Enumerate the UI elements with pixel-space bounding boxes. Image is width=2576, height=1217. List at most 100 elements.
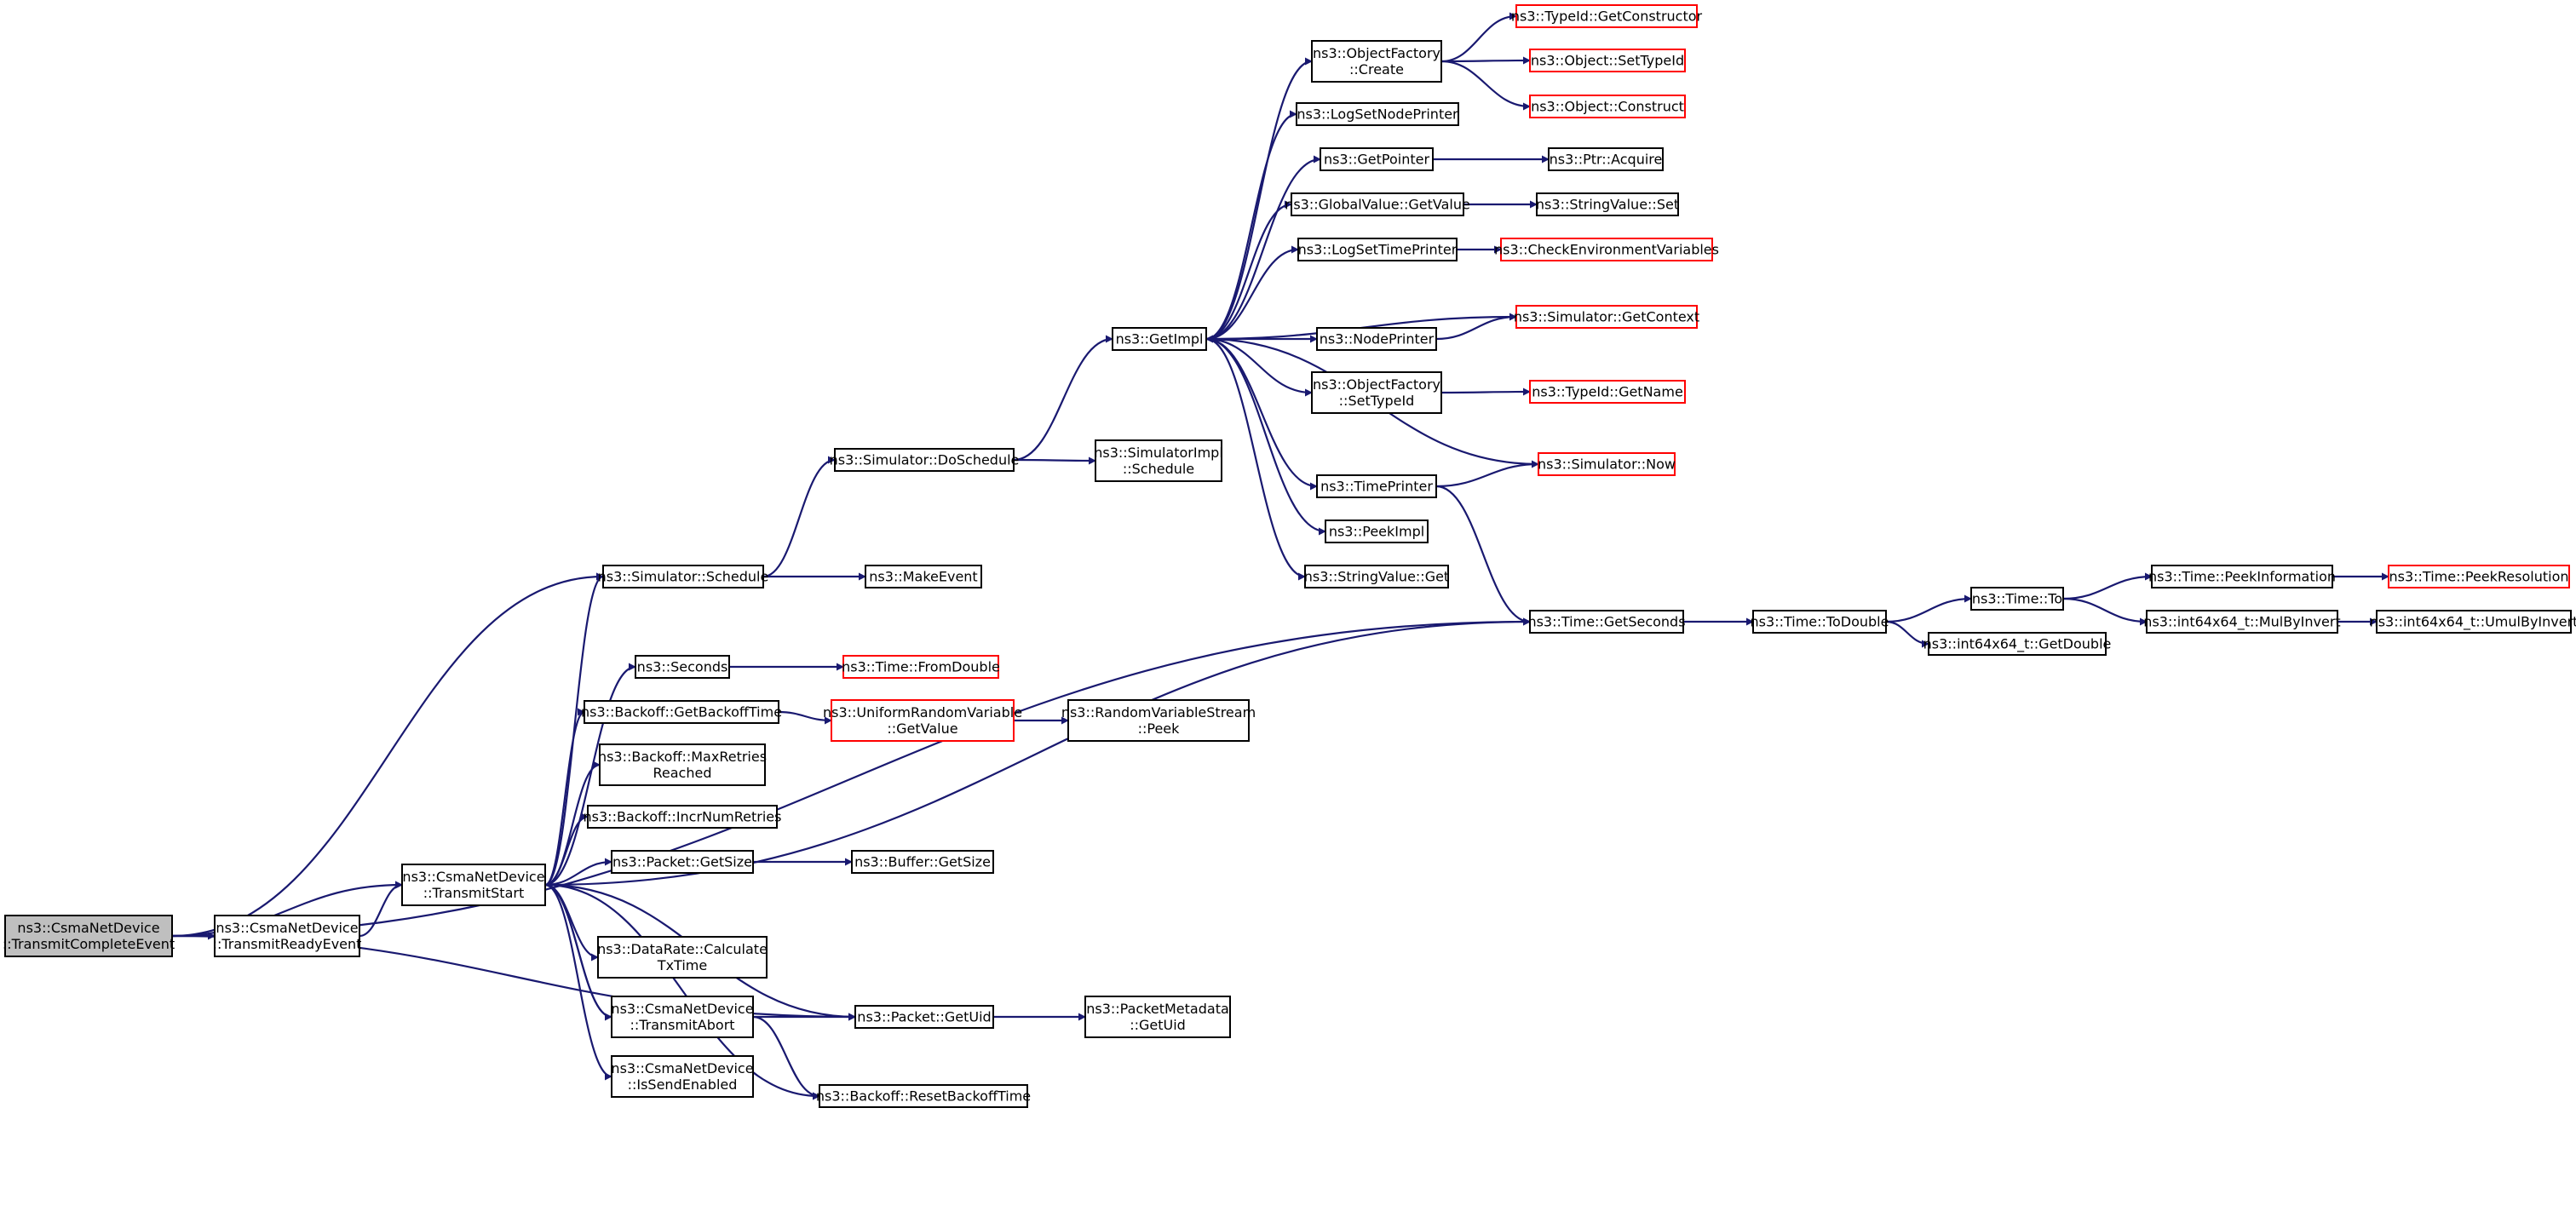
node-label: ns3::Time::ToDouble bbox=[1751, 614, 1889, 630]
node-label: ns3::MakeEvent bbox=[869, 569, 977, 585]
node-ptracq[interactable]: ns3::Ptr::Acquire bbox=[1548, 147, 1664, 171]
node-gvget[interactable]: ns3::GlobalValue::GetValue bbox=[1285, 192, 1470, 216]
node-label: ns3::ObjectFactory bbox=[1313, 45, 1440, 61]
node-box bbox=[1752, 610, 1887, 634]
node-getsec[interactable]: ns3::Time::GetSeconds bbox=[1527, 610, 1686, 634]
node-box bbox=[2151, 565, 2333, 588]
node-bufgetsize[interactable]: ns3::Buffer::GetSize bbox=[851, 850, 994, 874]
node-box bbox=[611, 996, 754, 1038]
node-objsettid[interactable]: ns3::Object::SetTypeId bbox=[1529, 49, 1686, 72]
node-logtime[interactable]: ns3::LogSetTimePrinter bbox=[1297, 238, 1458, 261]
node-label: ns3::CsmaNetDevice bbox=[611, 1001, 753, 1017]
node-box bbox=[2376, 610, 2572, 634]
node-label: ns3::TypeId::GetName bbox=[1532, 384, 1683, 400]
node-mulbyinv[interactable]: ns3::int64x64_t::MulByInvert bbox=[2143, 610, 2341, 634]
node-objconstruct[interactable]: ns3::Object::Construct bbox=[1529, 95, 1686, 118]
node-label: ns3::SimulatorImpl bbox=[1094, 445, 1223, 461]
node-nodeprinter[interactable]: ns3::NodePrinter bbox=[1316, 327, 1437, 351]
node-box bbox=[4, 915, 173, 957]
node-svget[interactable]: ns3::StringValue::Get bbox=[1304, 565, 1449, 588]
node-resetbackoff[interactable]: ns3::Backoff::ResetBackoffTime bbox=[816, 1084, 1031, 1108]
node-label: ns3::Backoff::IncrNumRetries bbox=[584, 809, 782, 825]
node-tidgetctor[interactable]: ns3::TypeId::GetConstructor bbox=[1511, 4, 1703, 28]
node-simimpl[interactable]: ns3::SimulatorImpl::Schedule bbox=[1094, 439, 1223, 482]
node-label: ns3::Simulator::GetContext bbox=[1514, 309, 1699, 325]
node-ofcreate[interactable]: ns3::ObjectFactory::Create bbox=[1311, 40, 1442, 83]
node-urvget[interactable]: ns3::UniformRandomVariable::GetValue bbox=[823, 699, 1022, 742]
edge-ofcreate-to-objsettid bbox=[1440, 56, 1531, 65]
node-box bbox=[1500, 238, 1713, 261]
edge-getimpl-to-ofsettid bbox=[1205, 337, 1313, 397]
node-fromdouble[interactable]: ns3::Time::FromDouble bbox=[842, 655, 1000, 679]
node-makeev[interactable]: ns3::MakeEvent bbox=[865, 565, 982, 588]
node-sched[interactable]: ns3::Simulator::Schedule bbox=[598, 565, 769, 588]
node-ofsettid[interactable]: ns3::ObjectFactory::SetTypeId bbox=[1311, 371, 1442, 414]
node-getbackoff[interactable]: ns3::Backoff::GetBackoffTime bbox=[581, 700, 782, 724]
node-checkenv[interactable]: ns3::CheckEnvironmentVariables bbox=[1494, 238, 1719, 261]
node-box bbox=[834, 448, 1015, 472]
node-label: ns3::PeekImpl bbox=[1329, 524, 1424, 540]
node-label: ::Peek bbox=[1138, 720, 1181, 737]
node-tre[interactable]: ns3::CsmaNetDevice::TransmitReadyEvent bbox=[213, 915, 362, 957]
node-peekinfo[interactable]: ns3::Time::PeekInformation bbox=[2148, 565, 2336, 588]
node-box bbox=[1067, 699, 1250, 742]
node-label: ns3::Buffer::GetSize bbox=[854, 854, 991, 870]
node-getctx[interactable]: ns3::Simulator::GetContext bbox=[1514, 305, 1699, 329]
node-label: ns3::Backoff::ResetBackoffTime bbox=[816, 1088, 1031, 1105]
node-getptr[interactable]: ns3::GetPointer bbox=[1320, 147, 1434, 171]
node-getdouble[interactable]: ns3::int64x64_t::GetDouble bbox=[1923, 632, 2112, 656]
node-tabort[interactable]: ns3::CsmaNetDevice::TransmitAbort bbox=[611, 996, 754, 1038]
node-box bbox=[1084, 996, 1231, 1038]
node-umulbyinv[interactable]: ns3::int64x64_t::UmulByInvert bbox=[2370, 610, 2576, 634]
node-pktgetsize[interactable]: ns3::Packet::GetSize bbox=[611, 850, 754, 874]
edge-tabort-to-resetbackoff bbox=[752, 1015, 820, 1100]
edge-timeprinter-to-simnow bbox=[1435, 460, 1539, 488]
node-label: ns3::ObjectFactory bbox=[1313, 376, 1440, 393]
node-peekres[interactable]: ns3::Time::PeekResolution bbox=[2388, 565, 2570, 588]
edge-ts-to-getbackoff bbox=[544, 708, 585, 887]
node-tidgetname[interactable]: ns3::TypeId::GetName bbox=[1529, 380, 1686, 404]
node-svset[interactable]: ns3::StringValue::Set bbox=[1536, 192, 1679, 216]
node-dosched[interactable]: ns3::Simulator::DoSchedule bbox=[830, 448, 1020, 472]
node-box bbox=[1316, 474, 1437, 498]
node-root[interactable]: ns3::CsmaNetDevice::TransmitCompleteEven… bbox=[3, 915, 175, 957]
node-label: ns3::Time::FromDouble bbox=[842, 659, 1000, 675]
node-rvspeek[interactable]: ns3::RandomVariableStream::Peek bbox=[1061, 699, 1256, 742]
node-label: Reached bbox=[653, 765, 712, 781]
node-box bbox=[1296, 102, 1459, 126]
node-box bbox=[1515, 305, 1698, 329]
node-lognode[interactable]: ns3::LogSetNodePrinter bbox=[1296, 102, 1459, 126]
edge-tabort-to-ts bbox=[544, 881, 612, 1019]
node-pmgetuid[interactable]: ns3::PacketMetadata::GetUid bbox=[1084, 996, 1231, 1038]
node-peekimpl[interactable]: ns3::PeekImpl bbox=[1325, 520, 1429, 543]
node-pktgetuid[interactable]: ns3::Packet::GetUid bbox=[854, 1005, 994, 1029]
node-box bbox=[1529, 380, 1686, 404]
edge-root-to-ts bbox=[171, 881, 403, 938]
node-seconds[interactable]: ns3::Seconds bbox=[635, 655, 730, 679]
node-label: ns3::Object::SetTypeId bbox=[1531, 53, 1684, 69]
node-label: ns3::Simulator::Now bbox=[1538, 456, 1676, 473]
node-label: ns3::TimePrinter bbox=[1320, 479, 1433, 495]
node-label: ns3::Time::PeekResolution bbox=[2389, 569, 2568, 585]
edge-layer bbox=[171, 12, 2389, 1100]
node-getimpl[interactable]: ns3::GetImpl bbox=[1112, 327, 1207, 351]
node-issend[interactable]: ns3::CsmaNetDevice::IsSendEnabled bbox=[611, 1055, 754, 1098]
node-incrretries[interactable]: ns3::Backoff::IncrNumRetries bbox=[584, 805, 782, 829]
node-simnow[interactable]: ns3::Simulator::Now bbox=[1538, 452, 1676, 476]
edge-sched-to-dosched bbox=[762, 456, 836, 578]
node-label: ns3::Time::To bbox=[1972, 591, 2062, 607]
node-box bbox=[1529, 95, 1686, 118]
node-box bbox=[599, 743, 766, 786]
node-box bbox=[1515, 4, 1698, 28]
node-box bbox=[1311, 371, 1442, 414]
node-box bbox=[401, 864, 546, 906]
edge-ofcreate-to-tidgetctor bbox=[1440, 12, 1517, 63]
node-ts[interactable]: ns3::CsmaNetDevice::TransmitStart bbox=[401, 864, 546, 906]
node-timeto[interactable]: ns3::Time::To bbox=[1970, 587, 2064, 611]
node-timeprinter[interactable]: ns3::TimePrinter bbox=[1316, 474, 1437, 498]
node-label: ns3::StringValue::Get bbox=[1304, 569, 1449, 585]
node-todouble[interactable]: ns3::Time::ToDouble bbox=[1751, 610, 1889, 634]
